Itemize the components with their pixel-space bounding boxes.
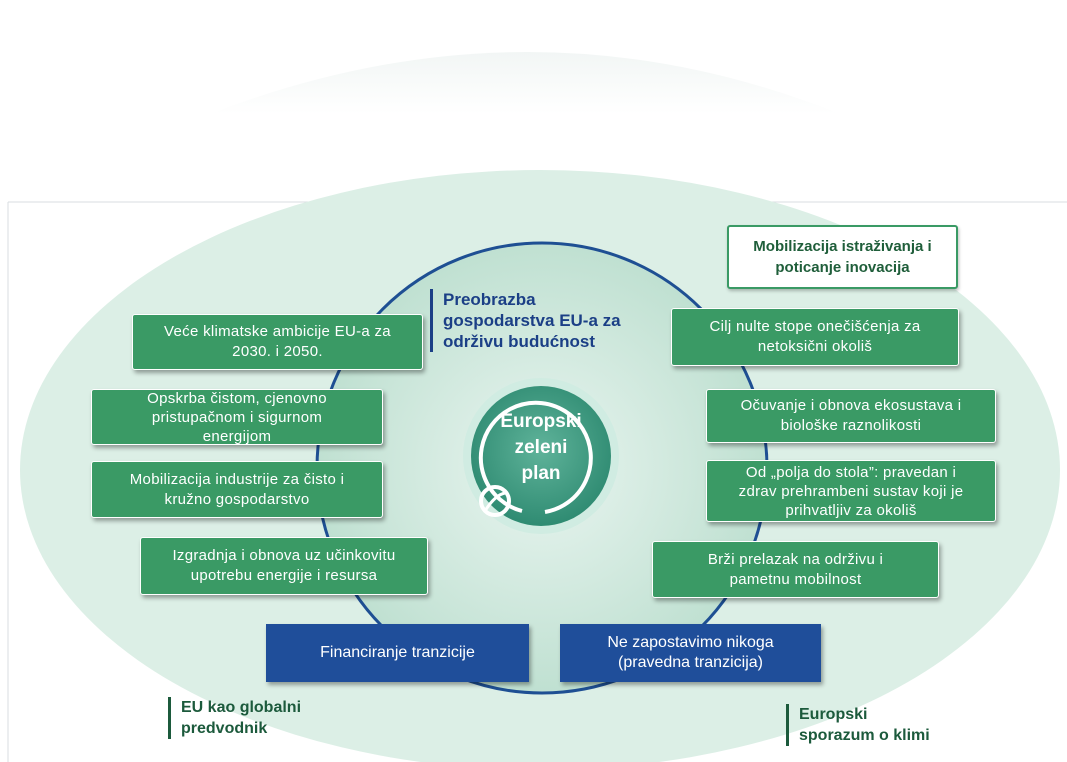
top-faint-arc [210, 52, 840, 114]
leaf-ring [478, 400, 593, 514]
climate-pact-heading: Europski sporazum o klimi [786, 704, 930, 746]
just-transition-box: Ne zapostavimo nikoga(pravedna tranzicij… [560, 624, 821, 682]
top-heading: Preobrazba gospodarstva EU-a za održivu … [430, 289, 621, 352]
leaf-icon [479, 485, 511, 517]
financing-transition-box: Financiranje tranzicije [266, 624, 529, 682]
global-leader-heading: EU kao globalni predvodnik [168, 697, 301, 739]
research-innovation-box: Mobilizacija istraživanja i poticanje in… [727, 225, 958, 289]
center-title: Europski zeleni plan [500, 411, 582, 484]
